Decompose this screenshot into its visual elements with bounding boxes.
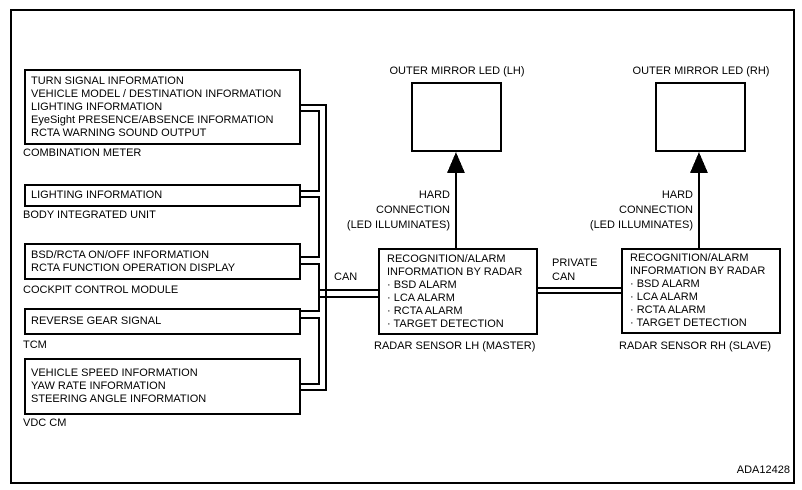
hard-connection-rh-label: HARD CONNECTION (LED ILLUMINATES) — [562, 188, 693, 233]
outer-mirror-led-lh-label: OUTER MIRROR LED (LH) — [389, 65, 525, 77]
signal-text: TURN SIGNAL INFORMATION — [31, 74, 184, 87]
cockpit-control-module-label: COCKPIT CONTROL MODULE — [23, 284, 179, 296]
radar-line: RECOGNITION/ALARM — [630, 252, 749, 264]
radar-sensor-lh-box: RECOGNITION/ALARM INFORMATION BY RADAR ·… — [378, 248, 538, 335]
radar-line: · BSD ALARM — [630, 278, 700, 290]
can-bus-outer-line — [301, 104, 327, 391]
private-can-line: CAN — [552, 271, 576, 283]
signal-text: LIGHTING INFORMATION — [31, 189, 163, 201]
can-bus-segment-3 — [301, 263, 320, 312]
tcm-box: REVERSE GEAR SIGNAL — [24, 308, 301, 335]
radar-line: · LCA ALARM — [387, 291, 455, 304]
hard-connection-line: (LED ILLUMINATES) — [589, 219, 693, 231]
signal-text: BSD/RCTA ON/OFF INFORMATION — [31, 248, 210, 261]
combination-meter-box: TURN SIGNAL INFORMATION VEHICLE MODEL / … — [24, 69, 301, 145]
signal-text: RCTA FUNCTION OPERATION DISPLAY — [31, 261, 236, 274]
radar-line: · RCTA ALARM — [387, 304, 463, 317]
radar-line: · LCA ALARM — [630, 291, 698, 303]
arrow-head-lh — [447, 152, 465, 173]
can-stub-to-radar-lh — [319, 289, 378, 298]
body-integrated-unit-box: LIGHTING INFORMATION — [24, 184, 301, 207]
outer-mirror-led-rh-box — [655, 82, 746, 152]
tcm-label: TCM — [23, 339, 47, 351]
signal-text: RCTA WARNING SOUND OUTPUT — [31, 126, 207, 139]
vdc-cm-label: VDC CM — [23, 417, 67, 429]
can-bus-segment-1 — [301, 110, 320, 192]
can-bus-label: CAN — [334, 271, 358, 283]
signal-text: STEERING ANGLE INFORMATION — [31, 393, 207, 405]
radar-line: RECOGNITION/ALARM — [387, 252, 506, 265]
combination-meter-label: COMBINATION METER — [23, 147, 142, 159]
can-bus-segment-4 — [301, 317, 320, 385]
radar-sensor-rh-box: RECOGNITION/ALARM INFORMATION BY RADAR ·… — [621, 248, 781, 334]
radar-line: · TARGET DETECTION — [630, 317, 747, 329]
private-can-pair — [538, 287, 621, 294]
hard-connection-lh-label: HARD CONNECTION (LED ILLUMINATES) — [319, 188, 450, 233]
radar-sensor-rh-label: RADAR SENSOR RH (SLAVE) — [619, 340, 771, 352]
private-can-label: PRIVATE CAN — [552, 256, 597, 284]
can-bus-segment-2 — [301, 196, 320, 258]
diagram-border — [10, 9, 795, 484]
signal-text: EyeSight PRESENCE/ABSENCE INFORMATION — [31, 113, 274, 126]
cockpit-control-module-box: BSD/RCTA ON/OFF INFORMATION RCTA FUNCTIO… — [24, 243, 301, 280]
radar-sensor-lh-label: RADAR SENSOR LH (MASTER) — [374, 340, 536, 352]
radar-line: INFORMATION BY RADAR — [387, 265, 523, 278]
radar-line: · RCTA ALARM — [630, 304, 706, 316]
private-can-line: PRIVATE — [552, 257, 598, 269]
hard-connection-line: HARD — [661, 189, 693, 201]
outer-mirror-led-rh-label: OUTER MIRROR LED (RH) — [632, 65, 770, 77]
hard-connection-line: CONNECTION — [619, 204, 693, 216]
signal-text: REVERSE GEAR SIGNAL — [31, 315, 162, 327]
radar-line: · BSD ALARM — [387, 278, 457, 291]
figure-code: ADA12428 — [736, 464, 790, 476]
vdc-cm-box: VEHICLE SPEED INFORMATION YAW RATE INFOR… — [24, 358, 301, 415]
signal-text: LIGHTING INFORMATION — [31, 100, 163, 113]
hard-connection-line: (LED ILLUMINATES) — [346, 219, 450, 231]
hard-connection-line: HARD — [418, 189, 450, 201]
outer-mirror-led-lh-box — [411, 82, 502, 152]
radar-line: · TARGET DETECTION — [387, 317, 504, 330]
signal-text: YAW RATE INFORMATION — [31, 380, 166, 392]
signal-text: VEHICLE MODEL / DESTINATION INFORMATION — [31, 87, 282, 100]
signal-text: VEHICLE SPEED INFORMATION — [31, 367, 198, 379]
body-integrated-unit-label: BODY INTEGRATED UNIT — [23, 209, 156, 221]
radar-line: INFORMATION BY RADAR — [630, 265, 766, 277]
hard-connection-line: CONNECTION — [376, 204, 450, 216]
arrow-head-rh — [690, 152, 708, 173]
